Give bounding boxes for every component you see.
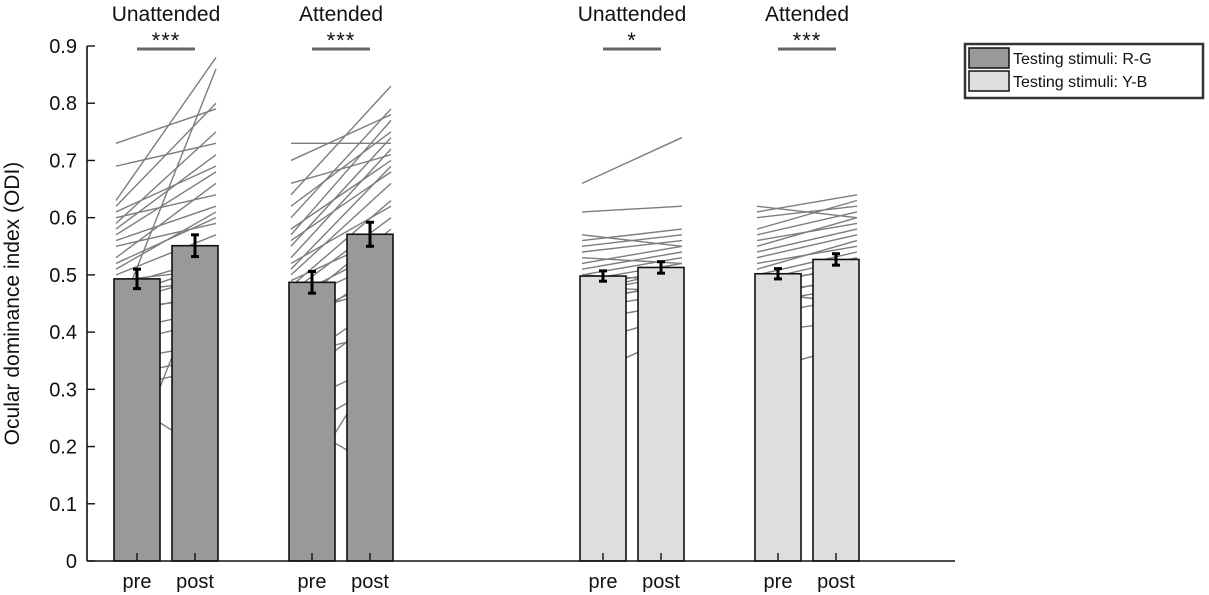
- participant-line-group-2-18: [290, 137, 392, 247]
- participant-line-group-1-23: [115, 142, 217, 167]
- participant-line-group-2-21: [290, 159, 392, 230]
- participant-line-group-1-14: [115, 222, 217, 247]
- participant-line-group-2-26: [290, 114, 392, 162]
- participant-line-group-1-22: [115, 57, 217, 201]
- participant-line-group-4-12: [756, 234, 858, 259]
- y-tick-label-0: 0: [66, 551, 77, 573]
- participant-line-group-1-19: [115, 194, 217, 219]
- error-bar-post-group-3: [657, 260, 665, 275]
- y-tick-label-4: 0.4: [49, 322, 77, 344]
- y-tick-label-9: 0.9: [49, 36, 77, 58]
- axes-layer: pre post pre post pre post pre post 0 0.1 0.2 0.3 0.…: [1, 36, 955, 593]
- legend-swatch-1: [968, 47, 1010, 69]
- participant-line-group-4-20: [756, 205, 858, 219]
- legend-label-1: Testing stimuli: R-G: [1013, 51, 1152, 68]
- participant-line-group-1-10: [115, 234, 217, 276]
- participant-line-group-2-22: [290, 108, 392, 219]
- participant-line-group-1-16: [115, 171, 217, 236]
- legend-label-2: Testing stimuli: Y-B: [1013, 74, 1147, 91]
- y-tick-label-5: 0.5: [49, 265, 77, 287]
- participant-line-group-3-15: [581, 239, 683, 253]
- participant-line-group-3-10: [581, 257, 683, 276]
- bar-pre-group-4: [754, 272, 802, 562]
- y-tick-label-6: 0.6: [49, 208, 77, 230]
- participant-line-group-2-12: [290, 199, 392, 287]
- bar-pre-group-2: [288, 281, 336, 562]
- x-tick-label-post-group-4: post: [817, 571, 855, 593]
- participant-line-group-4-13: [756, 228, 858, 253]
- participant-line-group-2-25: [290, 154, 392, 185]
- participant-line-group-3-19: [581, 205, 683, 213]
- y-axis-label: Ocular dominance index (ODI): [1, 162, 24, 446]
- participant-line-group-1-24: [115, 108, 217, 144]
- x-tick-label-pre-group-1: pre: [123, 571, 152, 593]
- bar-post-group-4: [812, 258, 860, 562]
- participant-line-group-1-15: [115, 205, 217, 242]
- bar-post-group-3: [637, 266, 685, 562]
- paired-lines-layer: [115, 57, 858, 505]
- x-tick-label-post-group-3: post: [642, 571, 680, 593]
- bar-post-group-2: [346, 233, 394, 562]
- y-tick-label-1: 0.1: [49, 494, 77, 516]
- participant-line-group-3-20: [581, 136, 683, 184]
- participant-line-group-4-11: [756, 245, 858, 265]
- participant-line-group-4-17: [756, 199, 858, 230]
- significance-label-group-1: ***: [152, 28, 181, 53]
- error-bar-pre-group-4: [774, 267, 782, 281]
- group-label-3: Unattended: [578, 3, 687, 26]
- error-bar-pre-group-1: [133, 267, 141, 291]
- significance-label-group-3: *: [627, 28, 637, 53]
- y-tick-label-3: 0.3: [49, 379, 77, 401]
- significance-label-group-2: ***: [327, 28, 356, 53]
- participant-line-group-3-13: [581, 245, 683, 265]
- participant-line-group-2-14: [290, 182, 392, 276]
- group-label-2: Attended: [299, 3, 383, 26]
- participant-line-group-2-11: [290, 217, 392, 293]
- participant-line-group-2-17: [290, 148, 392, 259]
- participant-line-group-1-18: [115, 131, 217, 224]
- error-bar-pre-group-2: [308, 269, 316, 295]
- annotation-layer: Unattended***Attended***Unattended*Atten…: [112, 3, 849, 53]
- error-bar-pre-group-3: [599, 269, 607, 283]
- legend-swatch-2: [968, 70, 1010, 92]
- x-tick-label-post-group-2: post: [351, 571, 389, 593]
- participant-line-group-3-18: [581, 234, 683, 247]
- participant-line-group-3-17: [581, 228, 683, 242]
- x-tick-label-pre-group-2: pre: [298, 571, 327, 593]
- participant-line-group-1-13: [115, 182, 217, 259]
- participant-line-group-1-20: [115, 165, 217, 213]
- legend: Testing stimuli: R-G Testing stimuli: Y-B: [963, 42, 1205, 100]
- participant-line-group-2-16: [290, 205, 392, 265]
- group-label-4: Attended: [765, 3, 849, 26]
- y-tick-label-8: 0.8: [49, 93, 77, 115]
- error-bars-layer: [133, 220, 840, 295]
- participant-line-group-1-17: [115, 154, 217, 230]
- bars-layer: [113, 233, 860, 562]
- y-tick-label-7: 0.7: [49, 150, 77, 172]
- x-tick-label-post-group-1: post: [176, 571, 214, 593]
- group-label-1: Unattended: [112, 3, 221, 26]
- significance-label-group-4: ***: [793, 28, 822, 53]
- x-tick-label-pre-group-3: pre: [589, 571, 618, 593]
- bar-pre-group-1: [113, 278, 161, 562]
- participant-line-group-3-14: [581, 257, 683, 265]
- error-bar-post-group-4: [832, 252, 840, 267]
- error-bar-post-group-2: [366, 220, 374, 248]
- bar-post-group-1: [171, 244, 219, 562]
- error-bar-post-group-1: [191, 233, 199, 259]
- participant-line-group-2-24: [290, 85, 392, 196]
- x-tick-label-pre-group-4: pre: [764, 571, 793, 593]
- y-tick-label-2: 0.2: [49, 437, 77, 459]
- participant-line-group-2-20: [290, 119, 392, 236]
- participant-line-group-2-19: [290, 171, 392, 242]
- bar-pre-group-3: [579, 275, 627, 562]
- participant-line-group-4-9: [756, 251, 858, 276]
- participant-line-group-4-19: [756, 194, 858, 213]
- participant-line-group-1-12: [115, 217, 217, 265]
- participant-line-group-4-15: [756, 222, 858, 242]
